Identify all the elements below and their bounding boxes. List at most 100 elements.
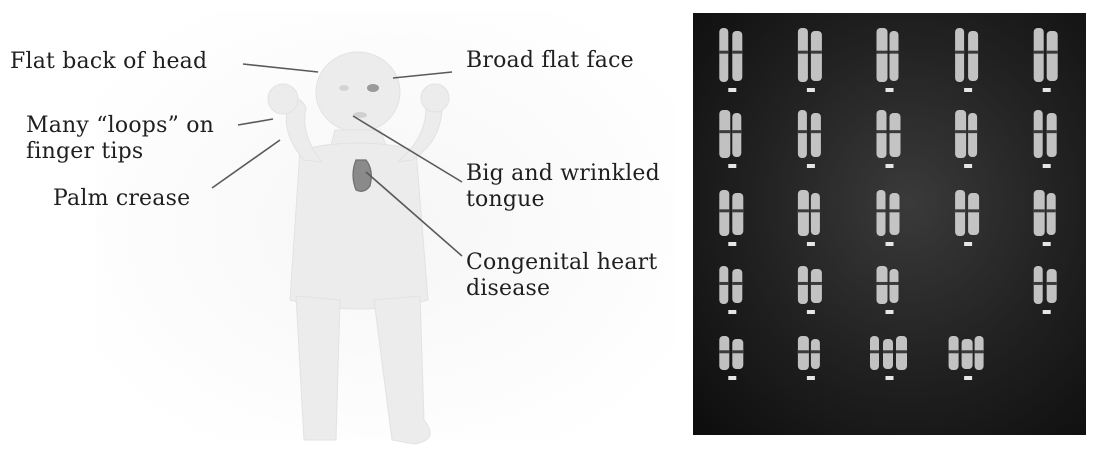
- left-hand: [268, 84, 298, 114]
- chromosome-number-mark: [886, 310, 894, 314]
- right-eye: [367, 84, 379, 92]
- centromere-band: [732, 130, 741, 133]
- chromosome: [1034, 28, 1044, 82]
- chromosome: [955, 190, 965, 236]
- chromosome: [955, 110, 966, 158]
- centromere-band: [811, 51, 822, 54]
- chromosome: [883, 339, 893, 369]
- centromere-band: [955, 209, 965, 212]
- chromosome: [968, 113, 977, 157]
- chromosome-number-mark: [1043, 88, 1051, 92]
- chromosome-number-mark: [807, 242, 815, 246]
- chromosome: [732, 339, 743, 369]
- label-line: Palm crease: [53, 186, 190, 212]
- left-eye: [339, 85, 349, 91]
- label-line: Broad flat face: [466, 48, 634, 74]
- chromosome: [719, 28, 728, 82]
- centromere-band: [1047, 51, 1058, 54]
- chromosome-number-mark: [1043, 164, 1051, 168]
- chromosome: [798, 266, 808, 304]
- chromosome-number-mark: [807, 164, 815, 168]
- chromosome-number-mark: [807, 376, 815, 380]
- label-broad-flat-face: Broad flat face: [466, 48, 634, 74]
- centromere-band: [798, 51, 808, 54]
- chromosome: [890, 193, 900, 235]
- centromere-band: [968, 209, 979, 212]
- chromosome-number-mark: [964, 164, 972, 168]
- centromere-band: [877, 51, 888, 54]
- chromosome-number-mark: [886, 164, 894, 168]
- centromere-band: [890, 51, 899, 54]
- centromere-band: [1034, 51, 1044, 54]
- chromosome: [732, 31, 742, 81]
- centromere-band: [719, 130, 730, 133]
- centromere-band: [890, 209, 900, 212]
- chromosome: [877, 266, 888, 304]
- chromosome-number-mark: [886, 376, 894, 380]
- centromere-band: [968, 130, 977, 133]
- centromere-band: [719, 209, 729, 212]
- centromere-band: [890, 282, 899, 285]
- centromere-band: [877, 282, 888, 285]
- chromosome: [732, 269, 742, 303]
- head: [316, 52, 400, 132]
- label-line: Congenital heart: [466, 250, 657, 276]
- left-leg: [296, 296, 340, 440]
- chromosome: [1034, 266, 1043, 304]
- chromosome-number-mark: [886, 88, 894, 92]
- chromosome: [719, 190, 729, 236]
- centromere-band: [719, 51, 728, 54]
- label-line: Many “loops” on: [26, 113, 214, 139]
- chromosome-number-mark: [964, 88, 972, 92]
- chromosome: [877, 190, 886, 236]
- centromere-band: [719, 350, 729, 353]
- centromere-band: [877, 130, 887, 133]
- centromere-band: [877, 209, 886, 212]
- centromere-band: [811, 209, 820, 212]
- centromere-band: [798, 282, 808, 285]
- centromere-band: [732, 282, 742, 285]
- chromosome: [1047, 193, 1056, 235]
- chromosome: [719, 266, 728, 304]
- chromosome: [877, 110, 887, 158]
- centromere-band: [811, 282, 822, 285]
- centromere-band: [955, 51, 964, 54]
- chromosome: [968, 193, 979, 235]
- chromosome: [890, 31, 899, 81]
- chromosome: [877, 28, 888, 82]
- centromere-band: [1047, 282, 1057, 285]
- chromosome: [732, 113, 741, 157]
- karyotype-panel: [693, 13, 1086, 435]
- chromosome-number-mark: [964, 242, 972, 246]
- label-palm-crease: Palm crease: [53, 186, 190, 212]
- label-line: tongue: [466, 187, 660, 213]
- centromere-band: [883, 350, 893, 353]
- chromosome: [798, 28, 808, 82]
- centromere-band: [732, 350, 743, 353]
- chromosome: [962, 339, 973, 369]
- chromosome-number-mark: [886, 242, 894, 246]
- chromosome: [811, 269, 822, 303]
- heart-mark: [353, 160, 371, 191]
- chromosome-number-mark: [807, 88, 815, 92]
- chromosome: [719, 110, 730, 158]
- chromosome: [955, 28, 964, 82]
- chromosome: [811, 31, 822, 81]
- label-line: disease: [466, 276, 657, 302]
- chromosome-number-mark: [807, 310, 815, 314]
- centromere-band: [949, 350, 959, 353]
- chromosome-number-mark: [1043, 310, 1051, 314]
- chromosome: [1034, 190, 1045, 236]
- centromere-band: [798, 350, 809, 353]
- centromere-band: [811, 130, 821, 133]
- chromosome: [798, 190, 809, 236]
- label-line: Flat back of head: [10, 49, 207, 75]
- chromosome: [811, 193, 820, 235]
- chromosome: [1034, 110, 1043, 158]
- right-hand: [421, 84, 449, 112]
- centromere-band: [1047, 209, 1056, 212]
- label-line: finger tips: [26, 139, 214, 165]
- centromere-band: [968, 51, 978, 54]
- centromere-band: [732, 209, 743, 212]
